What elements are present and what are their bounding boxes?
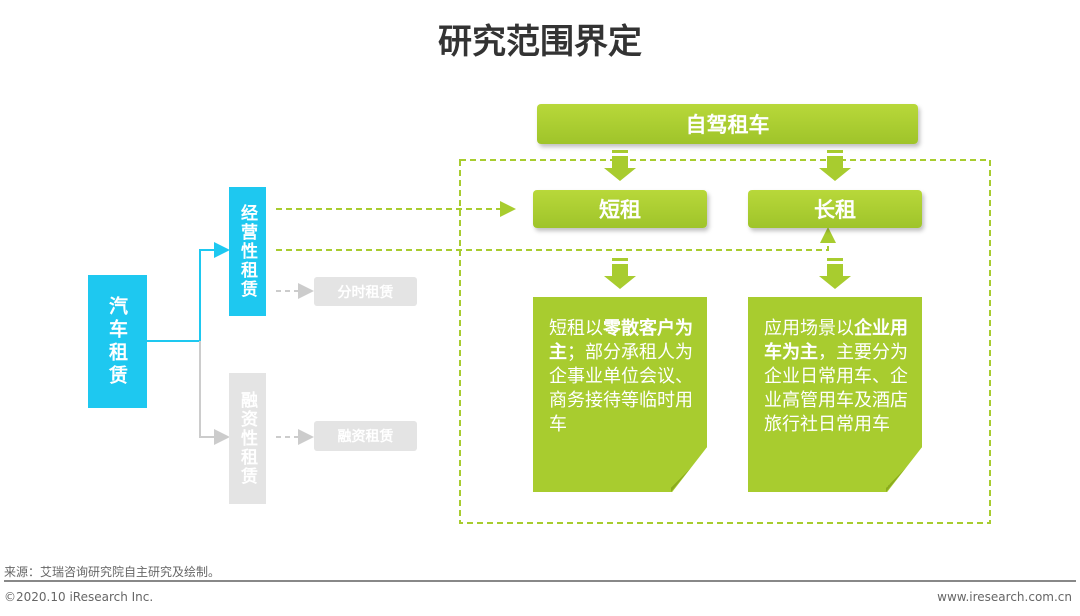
source-note: 来源：艾瑞咨询研究院自主研究及绘制。 — [4, 565, 221, 579]
page-title: 研究范围界定 — [438, 22, 642, 62]
long-rent-box: 长租 — [748, 190, 922, 228]
copyright: ©2020.10 iResearch Inc. — [4, 590, 154, 604]
timeshare-rental-box: 分时租赁 — [314, 277, 417, 306]
finance-lease-box: 融资性租赁 — [229, 373, 266, 504]
financial-rental-box: 融资租赁 — [314, 421, 417, 451]
operating-lease-box: 经营性租赁 — [229, 187, 266, 316]
self-drive-rental-box: 自驾租车 — [537, 104, 918, 144]
website: www.iresearch.com.cn — [937, 590, 1072, 604]
car-rental-box: 汽车租赁 — [88, 275, 147, 408]
short-rent-note: 短租以零散客户为主；部分承租人为企事业单位会议、 商务接待等临时用车 — [533, 297, 707, 492]
footer-divider — [4, 580, 1076, 582]
connector-finance — [199, 341, 230, 445]
short-rent-box: 短租 — [533, 190, 707, 228]
connector-operating — [147, 242, 230, 342]
scope-dashed-frame — [459, 159, 991, 524]
down-arrow-icons — [604, 150, 851, 289]
dashed-arrow-long — [276, 227, 836, 251]
